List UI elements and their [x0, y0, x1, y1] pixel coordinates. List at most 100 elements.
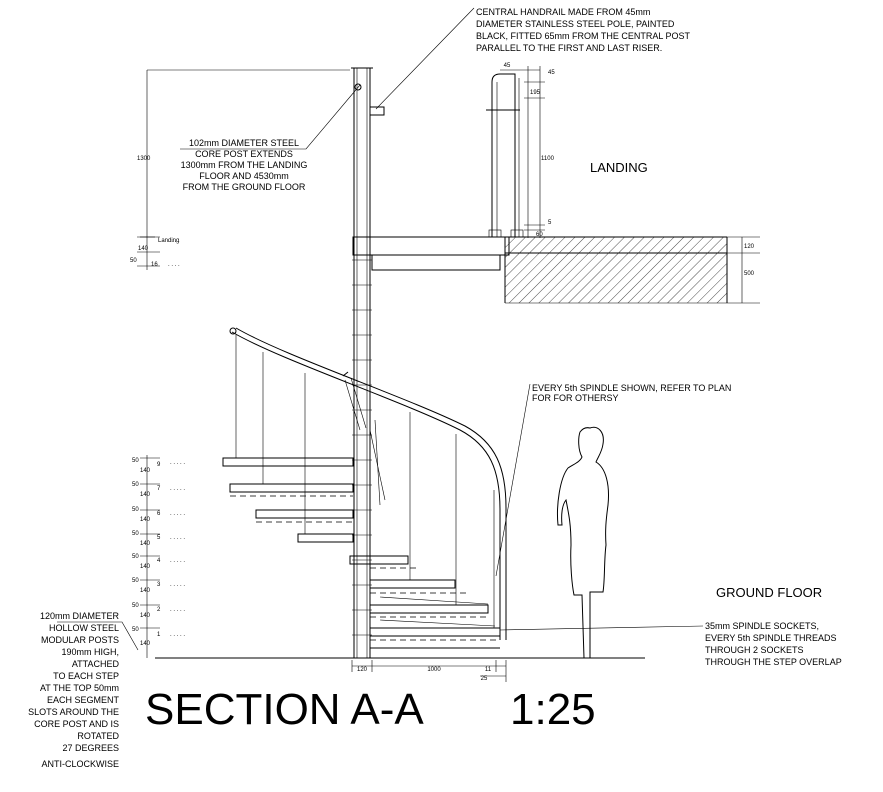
spindles: [235, 335, 495, 628]
modular-post-segments: [352, 259, 372, 636]
svg-text:102mm DIAMETER STEEL: 102mm DIAMETER STEEL: [189, 138, 299, 148]
svg-text:140: 140: [140, 517, 151, 523]
ground-floor-label: GROUND FLOOR: [716, 585, 822, 600]
svg-text:120: 120: [357, 667, 368, 673]
svg-text:140: 140: [140, 588, 151, 594]
svg-text:FROM THE GROUND FLOOR: FROM THE GROUND FLOOR: [183, 182, 306, 192]
svg-text:1300mm FROM THE LANDING: 1300mm FROM THE LANDING: [181, 160, 308, 170]
svg-text:. . . . .: . . . . .: [170, 486, 185, 492]
svg-text:140: 140: [140, 541, 151, 547]
note-central-handrail: CENTRAL HANDRAIL MADE FROM 45mm DIAMETER…: [375, 7, 691, 110]
svg-text:50: 50: [132, 482, 139, 488]
svg-text:THROUGH 2 SOCKETS: THROUGH 2 SOCKETS: [705, 645, 804, 655]
svg-text:140: 140: [140, 613, 151, 619]
svg-text:. . . . .: . . . . .: [170, 607, 185, 613]
svg-text:. . . .: . . . .: [168, 262, 180, 268]
landing-balustrade: [486, 73, 524, 238]
svg-text:EVERY 5th SPINDLE SHOWN, REFER: EVERY 5th SPINDLE SHOWN, REFER TO PLAN: [532, 383, 731, 393]
landing-label: LANDING: [590, 160, 648, 175]
svg-text:140: 140: [138, 246, 149, 252]
svg-text:140: 140: [140, 641, 151, 647]
svg-text:1: 1: [157, 632, 161, 638]
svg-text:ANTI-CLOCKWISE: ANTI-CLOCKWISE: [41, 759, 119, 769]
svg-text:140: 140: [140, 468, 151, 474]
svg-text:THROUGH THE STEP OVERLAP: THROUGH THE STEP OVERLAP: [705, 657, 842, 667]
svg-text:FOR FOR OTHERSY: FOR FOR OTHERSY: [532, 393, 619, 403]
svg-text:PARALLEL TO THE FIRST AND LAST: PARALLEL TO THE FIRST AND LAST RISER.: [476, 43, 662, 53]
stair-treads: [222, 457, 501, 649]
core-post: [351, 67, 373, 659]
svg-text:27 DEGREES: 27 DEGREES: [62, 743, 119, 753]
landing-slab: [352, 236, 728, 304]
svg-text:50: 50: [132, 507, 139, 513]
svg-text:9: 9: [157, 462, 161, 468]
svg-text:. . . . .: . . . . .: [170, 535, 185, 541]
svg-text:1000: 1000: [427, 667, 441, 673]
dimensions-risers: 50 140 9 50 140 7 50 140 6 50 140 5 50 1…: [132, 455, 161, 658]
svg-text:35mm SPINDLE SOCKETS,: 35mm SPINDLE SOCKETS,: [705, 621, 819, 631]
svg-text:EVERY 5th SPINDLE THREADS: EVERY 5th SPINDLE THREADS: [705, 633, 837, 643]
svg-text:BLACK, FITTED 65mm FROM THE CE: BLACK, FITTED 65mm FROM THE CENTRAL POST: [476, 31, 691, 41]
spiral-handrail: [229, 327, 507, 640]
svg-text:ROTATED: ROTATED: [77, 731, 119, 741]
svg-text:50: 50: [132, 458, 139, 464]
svg-text:CORE POST AND IS: CORE POST AND IS: [34, 719, 119, 729]
handrail-stub: [354, 83, 385, 116]
svg-text:50: 50: [132, 554, 139, 560]
svg-text:CORE POST EXTENDS: CORE POST EXTENDS: [195, 149, 293, 159]
stair-stringers: [344, 377, 386, 506]
svg-text:CENTRAL HANDRAIL MADE FROM 45m: CENTRAL HANDRAIL MADE FROM 45mm: [476, 7, 650, 17]
svg-text:4: 4: [157, 558, 161, 564]
svg-text:. . . . .: . . . . .: [170, 460, 185, 466]
svg-text:50: 50: [132, 603, 139, 609]
svg-text:AT THE TOP 50mm: AT THE TOP 50mm: [40, 683, 119, 693]
svg-text:50: 50: [130, 258, 137, 264]
note-core-post: 102mm DIAMETER STEEL CORE POST EXTENDS 1…: [180, 84, 361, 192]
scale-label: 1:25: [510, 685, 596, 734]
svg-text:140: 140: [140, 564, 151, 570]
svg-text:50: 50: [132, 531, 139, 537]
svg-text:3: 3: [157, 582, 161, 588]
svg-text:EACH SEGMENT: EACH SEGMENT: [47, 695, 120, 705]
riser-dots: . . . . . . . . . . . . . . . . . . . . …: [168, 238, 185, 638]
svg-text:HOLLOW STEEL: HOLLOW STEEL: [49, 623, 119, 633]
svg-text:11: 11: [485, 667, 492, 673]
svg-text:FLOOR AND 4530mm: FLOOR AND 4530mm: [199, 171, 289, 181]
svg-text:7: 7: [157, 486, 161, 492]
svg-text:45: 45: [504, 63, 511, 69]
svg-text:. . . . .: . . . . .: [170, 632, 185, 638]
svg-text:120: 120: [744, 244, 755, 250]
svg-text:6: 6: [157, 511, 161, 517]
svg-text:. . . .: . . . .: [168, 238, 180, 244]
section-title: SECTION A-A: [145, 685, 424, 734]
svg-text:. . . . .: . . . . .: [170, 582, 185, 588]
svg-text:50: 50: [132, 578, 139, 584]
svg-text:TO EACH STEP: TO EACH STEP: [53, 671, 119, 681]
svg-text:1300: 1300: [137, 156, 151, 162]
svg-text:16: 16: [151, 262, 158, 268]
svg-text:. . . . .: . . . . .: [170, 558, 185, 564]
svg-text:MODULAR POSTS: MODULAR POSTS: [41, 635, 119, 645]
svg-text:ATTACHED: ATTACHED: [72, 659, 120, 669]
landing-small-label: Landing: [158, 238, 179, 244]
svg-text:140: 140: [140, 492, 151, 498]
svg-text:DIAMETER STAINLESS STEEL POLE,: DIAMETER STAINLESS STEEL POLE, PAINTED: [476, 19, 675, 29]
svg-text:500: 500: [744, 271, 755, 277]
svg-text:. . . . .: . . . . .: [170, 511, 185, 517]
dimensions-landing-rail: 45 45 195 1100 5 60: [500, 63, 555, 238]
dimensions-slab: 120 500: [727, 236, 760, 304]
svg-text:50: 50: [132, 627, 139, 633]
svg-text:SLOTS AROUND THE: SLOTS AROUND THE: [28, 707, 119, 717]
svg-text:195: 195: [530, 90, 541, 96]
svg-text:120mm DIAMETER: 120mm DIAMETER: [40, 611, 120, 621]
note-modular-posts: 120mm DIAMETER HOLLOW STEEL MODULAR POST…: [28, 611, 139, 769]
svg-text:5: 5: [157, 535, 161, 541]
svg-text:45: 45: [548, 70, 555, 76]
note-spindle-shown: EVERY 5th SPINDLE SHOWN, REFER TO PLAN F…: [495, 383, 731, 577]
svg-text:2: 2: [157, 607, 161, 613]
svg-text:5: 5: [548, 220, 552, 226]
note-spindle-sockets: 35mm SPINDLE SOCKETS, EVERY 5th SPINDLE …: [499, 621, 842, 667]
svg-text:1100: 1100: [541, 156, 555, 162]
svg-text:25: 25: [481, 676, 488, 682]
